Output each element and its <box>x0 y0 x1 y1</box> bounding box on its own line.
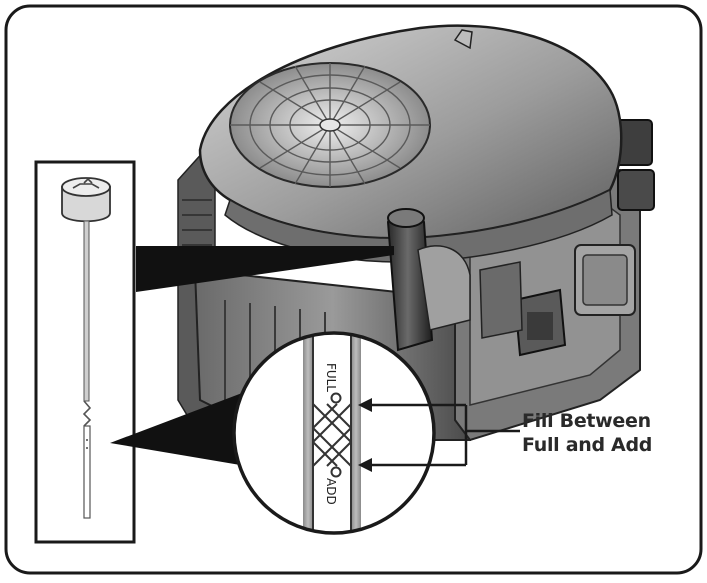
pointer-wedge-lower <box>110 390 270 470</box>
callout-line-2: Full and Add <box>522 434 653 456</box>
marking-full: FULL <box>324 363 338 392</box>
dipstick-panel <box>34 160 136 544</box>
pointer-wedge-upper <box>136 246 394 292</box>
callout-line-1: Fill Between <box>522 410 651 432</box>
magnified-dipstick-inset <box>232 331 436 535</box>
arrowhead-add <box>358 458 372 472</box>
arrowhead-full <box>358 398 372 412</box>
marking-add: ADD <box>324 478 338 505</box>
callout-arrows <box>370 403 520 467</box>
dipstick-icon <box>61 177 111 519</box>
